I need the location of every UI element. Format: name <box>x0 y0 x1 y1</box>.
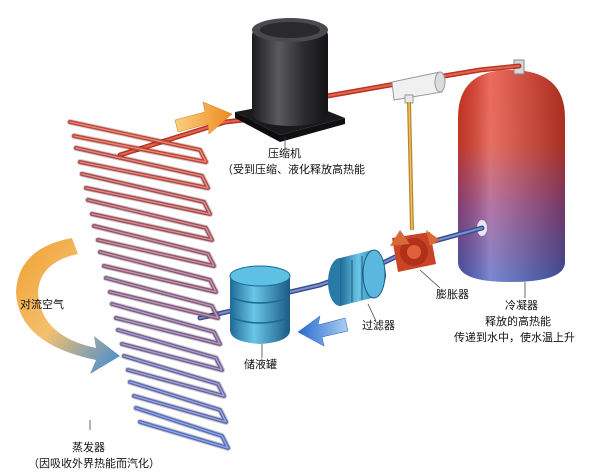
receiver-tank-label: 储液罐 <box>244 358 277 371</box>
coil-tube <box>134 406 230 450</box>
coil-tube <box>111 303 221 345</box>
coil-tube <box>123 355 225 397</box>
expansion-valve-icon <box>390 230 440 272</box>
coil-tube <box>116 328 224 372</box>
coil-tube <box>98 250 218 294</box>
capillary-tube <box>407 101 414 231</box>
evaporator-title: 蒸发器 <box>72 441 105 454</box>
coil-tube <box>129 381 227 423</box>
coil-tube <box>117 329 223 371</box>
coil-tube <box>99 251 217 293</box>
convection-arrow-icon <box>16 238 120 374</box>
flow-arrow-icon-blue <box>297 315 349 347</box>
coil-tube <box>93 225 215 267</box>
coil-tube <box>81 173 211 215</box>
filter-label: 过滤器 <box>362 319 395 332</box>
sight-glass-icon <box>391 71 446 104</box>
coil-tube <box>110 302 222 346</box>
compressor-icon <box>235 18 345 142</box>
coil-tube <box>69 121 207 163</box>
compressor-title: 压缩机 <box>268 147 301 160</box>
coil-tube <box>104 276 220 320</box>
flow-arrow-icon <box>174 101 233 135</box>
convection-air-label: 对流空气 <box>20 298 64 311</box>
condenser-line3: 传递到水中，使水温上升 <box>454 331 575 344</box>
coil-tube <box>128 380 228 424</box>
compressor-desc: （受到压缩、液化释放高热能 <box>222 163 365 176</box>
condenser-line2: 释放的高热能 <box>485 315 551 328</box>
water-tank-icon <box>458 59 565 282</box>
filter-icon <box>328 249 386 306</box>
evaporator-desc: （因吸收外界热能而汽化） <box>28 457 160 470</box>
coil-tube <box>75 147 209 189</box>
coil-tube <box>122 354 226 398</box>
coil-tube <box>68 120 208 164</box>
coil-tube <box>135 407 229 449</box>
coil-tube <box>74 146 210 190</box>
leader-lines <box>89 137 526 430</box>
evaporator-coil-icon <box>67 119 231 451</box>
expansion-valve-label: 膨胀器 <box>436 288 469 301</box>
condenser-title: 冷凝器 <box>505 299 538 312</box>
receiver-tank-icon <box>229 265 291 344</box>
coil-tube <box>92 224 216 268</box>
coil-tube <box>80 172 212 216</box>
coil-tube <box>86 198 214 242</box>
coil-tube <box>87 199 213 241</box>
coil-tube <box>105 277 219 319</box>
